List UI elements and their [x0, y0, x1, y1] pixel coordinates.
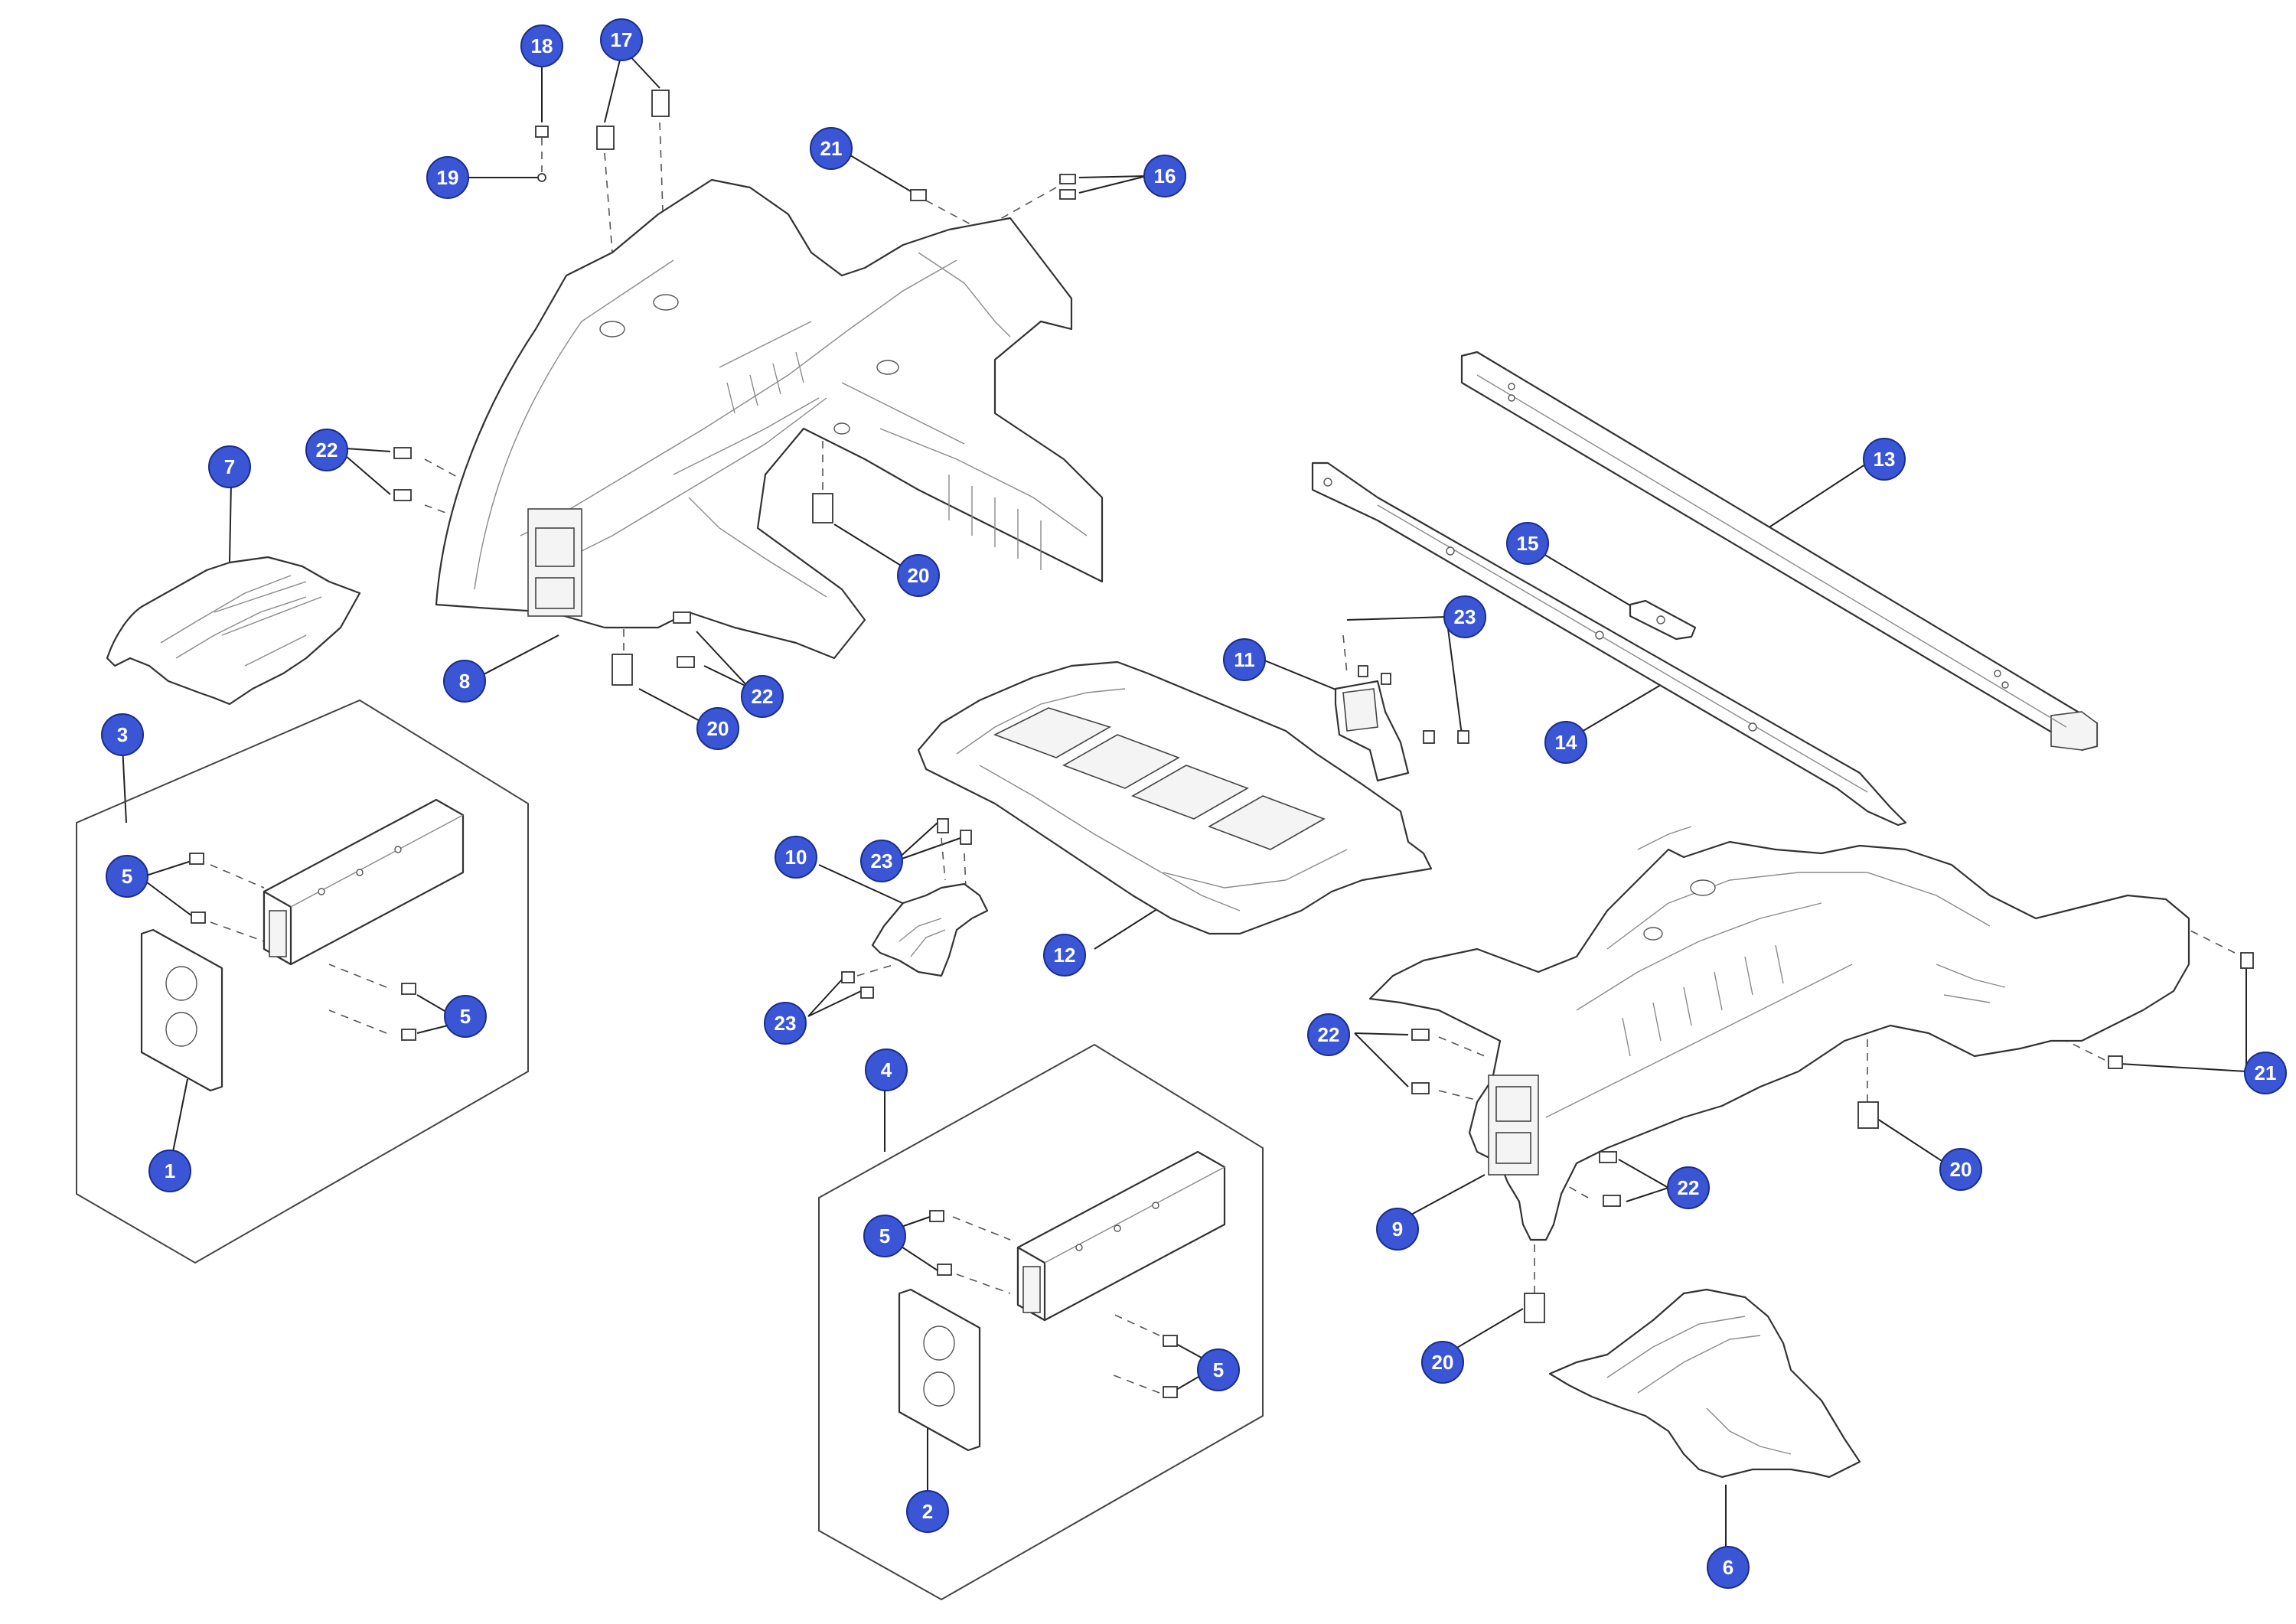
svg-text:20: 20	[1432, 1351, 1454, 1374]
svg-text:5: 5	[122, 865, 132, 888]
part-10-bracket	[871, 882, 989, 977]
part-11-bracket	[1334, 665, 1410, 782]
svg-text:23: 23	[775, 1012, 797, 1035]
svg-text:7: 7	[224, 455, 235, 478]
callout-12[interactable]: 12	[1043, 934, 1086, 977]
part-9-right-side-frame	[1368, 826, 2190, 1241]
callout-16[interactable]: 16	[1143, 155, 1186, 197]
svg-text:9: 9	[1392, 1218, 1403, 1241]
svg-text:5: 5	[460, 1005, 471, 1028]
svg-text:1: 1	[165, 1159, 175, 1182]
callout-20[interactable]: 20	[696, 707, 739, 750]
callout-8[interactable]: 8	[443, 660, 486, 703]
fasteners	[393, 90, 2254, 1323]
assembly-4-parts	[898, 1150, 1226, 1452]
callout-10[interactable]: 10	[775, 836, 817, 879]
callout-21[interactable]: 21	[2244, 1052, 2287, 1094]
part-12-floor-panel	[917, 660, 1433, 935]
callout-22[interactable]: 22	[1667, 1166, 1710, 1209]
callout-20[interactable]: 20	[1939, 1148, 1982, 1191]
svg-text:22: 22	[1678, 1176, 1700, 1199]
svg-text:14: 14	[1555, 731, 1577, 754]
svg-text:19: 19	[437, 166, 459, 189]
part-6-right-panel	[1548, 1288, 1861, 1479]
part-13-cross-member	[1460, 351, 2099, 752]
svg-text:12: 12	[1054, 944, 1076, 967]
svg-text:20: 20	[1950, 1158, 1972, 1181]
callout-19[interactable]: 19	[426, 156, 469, 199]
callout-7[interactable]: 7	[208, 445, 251, 488]
part-7-left-panel	[106, 556, 361, 706]
callout-23[interactable]: 23	[1443, 595, 1486, 638]
callout-6[interactable]: 6	[1707, 1546, 1750, 1589]
callout-badges: 18 17 19 21 16 22 7 20 13 15 23 11 8 22 …	[101, 18, 2287, 1589]
assembly-box-3	[76, 699, 529, 1264]
svg-text:17: 17	[611, 28, 633, 51]
callout-13[interactable]: 13	[1863, 438, 1906, 481]
assembly-3-parts	[140, 798, 465, 1092]
svg-text:6: 6	[1723, 1556, 1733, 1579]
callout-11[interactable]: 11	[1223, 638, 1266, 681]
svg-text:11: 11	[1234, 648, 1255, 671]
callout-5[interactable]: 5	[863, 1215, 906, 1257]
part-14-strap	[1311, 461, 1907, 827]
svg-text:22: 22	[316, 439, 338, 461]
callout-21[interactable]: 21	[810, 127, 853, 170]
svg-text:5: 5	[879, 1225, 890, 1247]
callout-14[interactable]: 14	[1544, 721, 1587, 764]
part-15-clip	[1629, 599, 1697, 641]
callout-22[interactable]: 22	[1307, 1013, 1350, 1056]
assembly-box-4	[818, 1043, 1264, 1601]
svg-text:21: 21	[2255, 1061, 2277, 1084]
svg-text:4: 4	[881, 1058, 892, 1081]
callout-3[interactable]: 3	[101, 713, 144, 756]
callout-5[interactable]: 5	[444, 995, 487, 1038]
callout-9[interactable]: 9	[1376, 1208, 1419, 1251]
svg-text:18: 18	[531, 34, 553, 57]
callout-22[interactable]: 22	[741, 675, 784, 718]
callout-5[interactable]: 5	[1197, 1348, 1240, 1391]
svg-text:13: 13	[1874, 448, 1896, 471]
callout-22[interactable]: 22	[305, 429, 348, 471]
svg-text:20: 20	[908, 564, 930, 587]
svg-text:23: 23	[871, 850, 893, 872]
callout-2[interactable]: 2	[906, 1490, 949, 1533]
callout-15[interactable]: 15	[1506, 522, 1549, 565]
callout-18[interactable]: 18	[520, 24, 563, 67]
svg-text:3: 3	[117, 723, 128, 746]
svg-text:22: 22	[1318, 1023, 1340, 1046]
svg-text:2: 2	[922, 1500, 933, 1523]
svg-text:10: 10	[785, 846, 807, 869]
callout-1[interactable]: 1	[148, 1150, 191, 1192]
svg-text:20: 20	[707, 717, 729, 740]
callout-20[interactable]: 20	[897, 554, 940, 597]
callout-4[interactable]: 4	[865, 1048, 908, 1091]
svg-text:5: 5	[1213, 1358, 1224, 1381]
callout-23[interactable]: 23	[764, 1002, 807, 1045]
callout-5[interactable]: 5	[106, 855, 148, 898]
svg-text:15: 15	[1517, 532, 1539, 555]
svg-text:16: 16	[1154, 165, 1176, 188]
svg-text:21: 21	[820, 137, 843, 160]
svg-text:8: 8	[459, 670, 470, 693]
part-8-left-side-frame	[435, 178, 1104, 660]
callout-17[interactable]: 17	[600, 18, 643, 61]
svg-text:22: 22	[752, 685, 774, 708]
callout-20[interactable]: 20	[1421, 1341, 1464, 1384]
svg-text:23: 23	[1454, 605, 1476, 628]
callout-23[interactable]: 23	[860, 840, 903, 882]
